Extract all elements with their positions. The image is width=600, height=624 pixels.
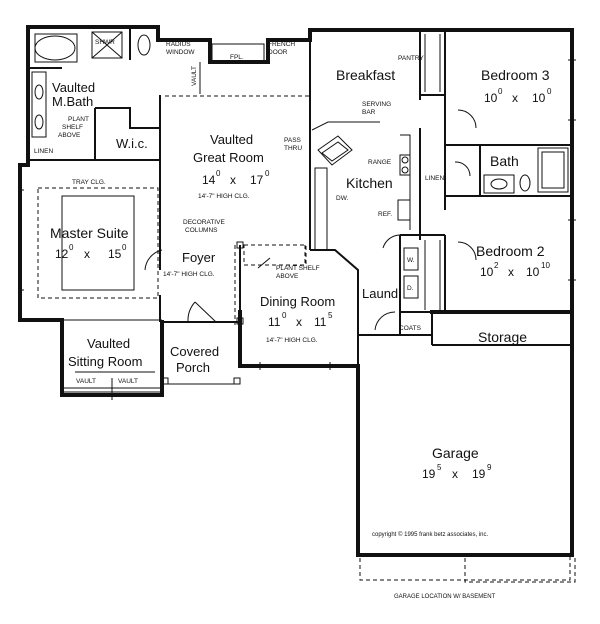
laundry-title: Laund. <box>362 286 402 301</box>
great-room-l: 17 <box>250 173 264 187</box>
plant-shelf-2-line2: ABOVE <box>276 273 299 280</box>
dining-room-l: 11 <box>314 315 327 329</box>
coats-label: COATS <box>399 325 422 332</box>
plant-shelf-1-line3: ABOVE <box>58 132 81 139</box>
bath-title: Bath <box>490 153 519 169</box>
master-suite-x: x <box>84 247 90 261</box>
bedroom3-title: Bedroom 3 <box>481 67 550 83</box>
french-door-line2: DOOR <box>268 49 288 56</box>
vault-left-label: VAULT <box>76 378 96 385</box>
great-room-line1: Vaulted <box>210 132 253 147</box>
bedroom2-title: Bedroom 2 <box>476 243 545 259</box>
great-room-line2: Great Room <box>193 150 264 165</box>
bedroom2-l-in: 10 <box>541 261 550 270</box>
pass-thru-line1: PASS <box>284 137 302 144</box>
bedroom3-w: 10 <box>484 91 498 105</box>
vault-label-top: VAULT <box>191 66 198 86</box>
bedroom3-w-in: 0 <box>498 87 503 96</box>
covered-porch-line2: Porch <box>176 360 210 375</box>
plant-shelf-1-line2: SHELF <box>62 124 83 131</box>
covered-porch-line1: Covered <box>170 344 219 359</box>
master-suite-title: Master Suite <box>50 225 129 241</box>
linen-master-label: LINEN <box>34 148 53 155</box>
bedroom2-w: 10 <box>480 265 494 279</box>
master-suite-l: 15 <box>108 247 122 261</box>
pass-thru-line2: THRU <box>284 145 302 152</box>
washer-label: W. <box>407 257 415 264</box>
dining-room-x: x <box>296 315 302 329</box>
decorative-columns-line1: DECORATIVE <box>183 219 225 226</box>
bedroom2-dims: 10 2 x 10 10 <box>480 261 550 279</box>
mbath-title-line2: M.Bath <box>52 94 93 109</box>
master-suite-w: 12 <box>55 247 69 261</box>
exterior-walls <box>18 25 574 557</box>
bedroom2-w-in: 2 <box>494 261 499 270</box>
bedroom3-dims: 10 0 x 10 0 <box>484 87 552 105</box>
garage-w-in: 5 <box>437 463 442 472</box>
garage-x: x <box>452 467 458 481</box>
bedroom3-l-in: 0 <box>547 87 552 96</box>
great-room-l-in: 0 <box>265 169 270 178</box>
french-door-line1: FRENCH <box>268 41 295 48</box>
fpl-label: FPL. <box>230 54 244 61</box>
garage-location-note: GARAGE LOCATION W/ BASEMENT <box>394 594 496 600</box>
copyright-notice: copyright © 1995 frank betz associates, … <box>372 531 488 538</box>
sitting-room-line1: Vaulted <box>87 336 130 351</box>
master-suite-w-in: 0 <box>69 243 74 252</box>
dining-room-clg: 14'-7" HIGH CLG. <box>266 337 318 344</box>
bedroom3-l: 10 <box>532 91 546 105</box>
bedroom2-x: x <box>508 265 514 279</box>
pantry-label: PANTRY <box>398 55 424 62</box>
dining-room-l-in: 5 <box>328 311 333 320</box>
radius-window-line2: WINDOW <box>166 49 195 56</box>
tray-clg-label: TRAY CLG. <box>72 179 106 186</box>
great-room-w: 14 <box>202 173 216 187</box>
foyer-clg: 14'-7" HIGH CLG. <box>163 271 215 278</box>
wic-label: W.i.c. <box>116 136 148 151</box>
garage-l: 19 <box>472 467 486 481</box>
dw-label: DW. <box>336 195 348 202</box>
great-room-clg: 14'-7" HIGH CLG. <box>198 193 250 200</box>
sitting-room-line2: Sitting Room <box>68 354 142 369</box>
garage-dims: 19 5 x 19 9 <box>422 463 492 481</box>
storage-title: Storage <box>478 329 527 345</box>
mbath-title-line1: Vaulted <box>52 80 95 95</box>
serving-bar-line1: SERVING <box>362 101 391 108</box>
range-label: RANGE <box>368 159 392 166</box>
breakfast-title: Breakfast <box>336 67 395 83</box>
plant-shelf-1-line1: PLANT <box>68 116 89 123</box>
great-room-dims: 14 0 x 17 0 <box>202 169 270 187</box>
bedroom3-x: x <box>512 91 518 105</box>
garage-title: Garage <box>432 445 479 461</box>
dining-room-w: 11 <box>268 315 281 329</box>
dining-room-w-in: 0 <box>282 311 287 320</box>
great-room-x: x <box>230 173 236 187</box>
vault-right-label: VAULT <box>118 378 138 385</box>
plan-details <box>20 31 576 583</box>
ref-label: REF. <box>378 211 392 218</box>
dining-room-title: Dining Room <box>260 294 335 309</box>
great-room-w-in: 0 <box>216 169 221 178</box>
decorative-columns-line2: COLUMNS <box>185 227 218 234</box>
dryer-label: D. <box>407 285 414 292</box>
kitchen-title: Kitchen <box>346 175 393 191</box>
dining-room-dims: 11 0 x 11 5 <box>268 311 333 329</box>
radius-window-line1: RADIUS <box>166 41 191 48</box>
shwr-label: SHWR <box>95 39 115 46</box>
plant-shelf-2-line1: PLANT SHELF <box>276 265 320 272</box>
bedroom2-l: 10 <box>526 265 540 279</box>
room-labels: Vaulted M.Bath SHWR W.i.c. LINEN PLANT S… <box>34 39 552 600</box>
serving-bar-line2: BAR <box>362 109 376 116</box>
foyer-title: Foyer <box>182 250 216 265</box>
garage-l-in: 9 <box>487 463 492 472</box>
master-suite-l-in: 0 <box>122 243 127 252</box>
garage-w: 19 <box>422 467 436 481</box>
master-suite-dims: 12 0 x 15 0 <box>55 243 127 261</box>
linen-hall-label: LINEN <box>425 175 444 182</box>
